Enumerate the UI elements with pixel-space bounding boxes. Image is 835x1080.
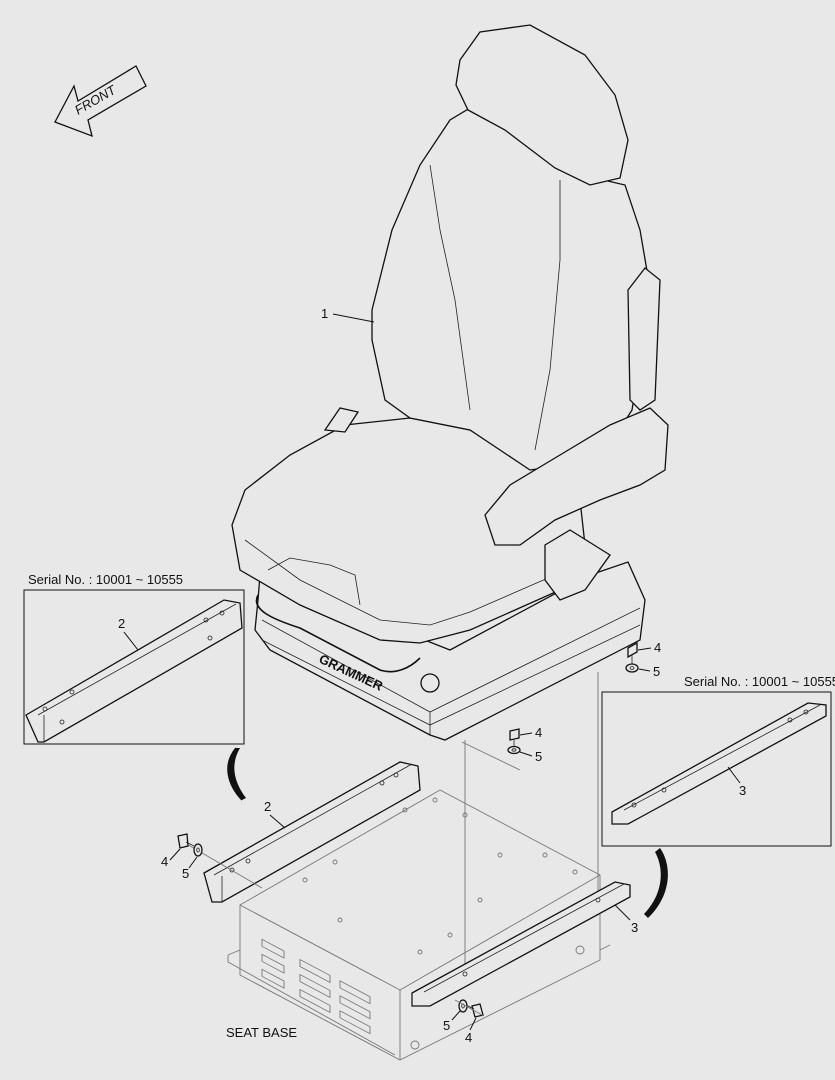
bolt-icon [627, 641, 638, 664]
callout-washer-top: 5 [653, 664, 660, 679]
operator-seat: GRAMMER [231, 24, 669, 741]
inset-right-part-number: 3 [739, 783, 746, 798]
washer-icon [507, 745, 521, 755]
seat-base [227, 789, 611, 1061]
rail-left [203, 761, 421, 903]
washer-icon [193, 843, 203, 857]
callout-bolt-bottom: 4 [465, 1030, 472, 1045]
vent-slots [261, 938, 371, 1035]
bolt-icon [177, 833, 195, 849]
rail-right [411, 881, 631, 1007]
callout-washer-left: 5 [182, 866, 189, 881]
callout-rail-left: 2 [264, 799, 271, 814]
callout-bolt-top: 4 [654, 640, 661, 655]
front-arrow-icon: FRONT [54, 65, 147, 138]
inset-left-part-number: 2 [118, 616, 125, 631]
washer-icon [625, 663, 639, 673]
callout-rail-right: 3 [631, 920, 638, 935]
callout-bolt-mid: 4 [535, 725, 542, 740]
rail-part [25, 599, 243, 743]
inset-left-serial: Serial No. : 10001 ~ 10555 [28, 572, 183, 587]
serial-inset-right: Serial No. : 10001 ~ 10555 3 [601, 674, 835, 847]
rail-part [611, 702, 827, 825]
serial-inset-left: Serial No. : 10001 ~ 10555 2 [23, 572, 245, 745]
callout-washer-mid: 5 [535, 749, 542, 764]
seat-base-label: SEAT BASE [226, 1025, 297, 1040]
inset-pointer-right [644, 848, 668, 918]
callout-bolt-left: 4 [161, 854, 168, 869]
inset-right-serial: Serial No. : 10001 ~ 10555 [684, 674, 835, 689]
mounting-guidelines [464, 672, 599, 975]
callout-seat: 1 [321, 306, 328, 321]
bolt-icon [509, 728, 520, 746]
callout-washer-bottom: 5 [443, 1018, 450, 1033]
